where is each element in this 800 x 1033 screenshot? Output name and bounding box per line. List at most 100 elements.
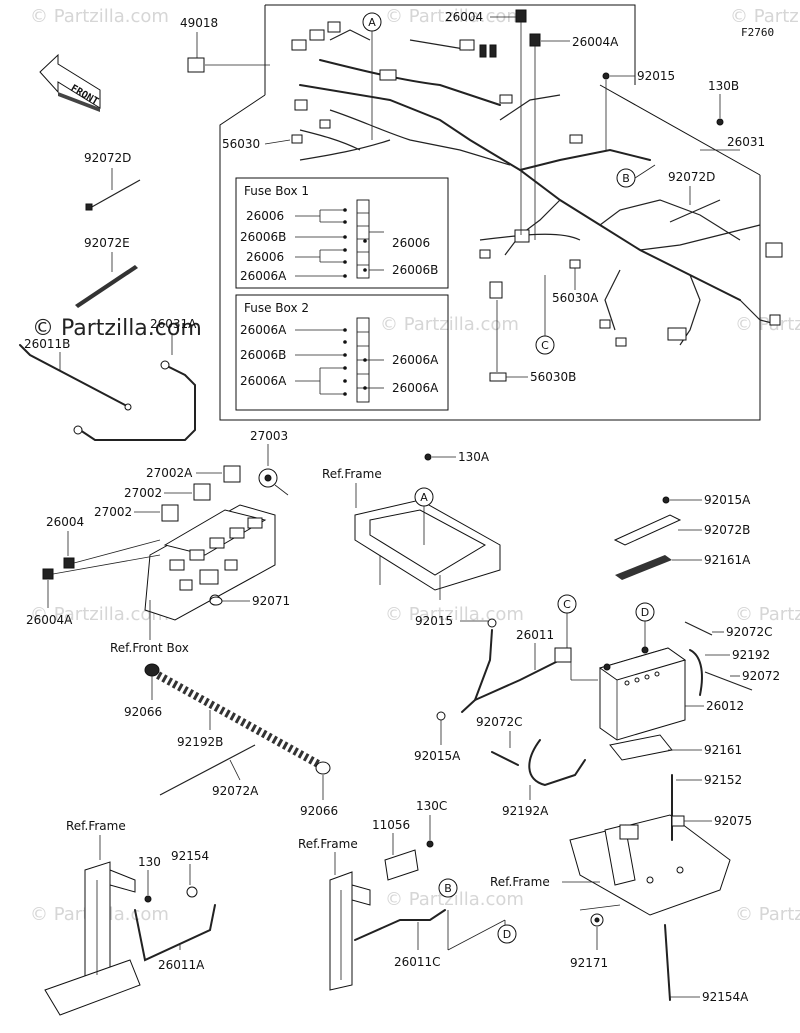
part-130C[interactable]: 130C xyxy=(416,799,447,848)
svg-text:92171: 92171 xyxy=(570,956,608,970)
svg-text:92192: 92192 xyxy=(732,648,770,662)
svg-text:130C: 130C xyxy=(416,799,447,813)
svg-text:27002: 27002 xyxy=(94,505,132,519)
part-26011B[interactable]: 26011B xyxy=(19,337,132,411)
fuse1-label-right-2: 26006B xyxy=(392,263,438,277)
watermark-text: © Partzilla.com xyxy=(735,904,800,925)
part-56030[interactable]: 56030 xyxy=(222,137,291,151)
part-26004-top[interactable]: 26004 xyxy=(445,9,527,235)
svg-text:26031: 26031 xyxy=(727,135,765,149)
part-92154A[interactable]: 92154A xyxy=(664,924,749,1004)
part-92192B[interactable]: 92192B xyxy=(156,671,322,769)
part-92152[interactable]: 92152 xyxy=(671,773,742,841)
watermark-text: © Partzilla.com xyxy=(730,6,800,27)
part-92015A-mid[interactable]: 92015A xyxy=(414,749,461,763)
svg-text:92072C: 92072C xyxy=(476,715,523,729)
part-92015A-top[interactable]: 92015A xyxy=(662,493,751,507)
tag-56030 xyxy=(291,134,303,144)
fuse1-label-left-2: 26006B xyxy=(240,230,286,244)
part-130A[interactable]: 130A xyxy=(424,450,490,464)
part-27002-b[interactable]: 27002 xyxy=(94,504,179,522)
svg-text:26011C: 26011C xyxy=(394,955,441,969)
part-92072C-right[interactable]: 92072C xyxy=(684,621,773,639)
fuse2-label-left-3: 26006A xyxy=(240,374,287,388)
part-92192A[interactable]: 92192A xyxy=(502,739,586,818)
part-92066-a[interactable]: 92066 xyxy=(124,663,162,719)
part-92072E[interactable]: 92072E xyxy=(75,236,138,308)
ref-frame-1: Ref.Frame xyxy=(322,467,382,481)
callout-D-bottom: D xyxy=(447,910,517,951)
svg-text:26011B: 26011B xyxy=(24,337,70,351)
part-26012[interactable]: 26012 xyxy=(685,699,744,713)
part-92072A[interactable]: 92072A xyxy=(159,744,259,798)
svg-text:92072B: 92072B xyxy=(704,523,750,537)
part-56030A[interactable]: 56030A xyxy=(552,268,599,305)
part-26011[interactable]: 26011 xyxy=(516,628,554,642)
part-92072[interactable]: 92072 xyxy=(704,669,780,691)
fuse-box-1-title: Fuse Box 1 xyxy=(244,184,309,198)
part-27003[interactable]: 27003 xyxy=(250,429,289,496)
part-92192[interactable]: 92192 xyxy=(689,648,770,696)
part-92066-b[interactable]: 92066 xyxy=(300,761,338,818)
part-26031[interactable]: 26031 xyxy=(700,135,765,151)
part-92015-mid[interactable]: 92015 xyxy=(415,614,453,628)
part-92154[interactable]: 92154 xyxy=(171,849,209,898)
part-92071[interactable]: 92071 xyxy=(209,594,290,608)
part-92015-top[interactable]: 92015 xyxy=(602,69,675,150)
main-harness-bracket xyxy=(219,4,761,421)
callout-A-mid: A xyxy=(420,491,428,504)
svg-text:26004A: 26004A xyxy=(26,613,73,627)
part-92072D-right[interactable]: 92072D xyxy=(668,170,721,223)
part-92161A[interactable]: 92161A xyxy=(615,553,751,580)
part-130B[interactable]: 130B xyxy=(708,79,739,126)
svg-text:92152: 92152 xyxy=(704,773,742,787)
part-26004A-mid[interactable]: 26004A xyxy=(26,554,161,627)
front-box-assembly: Ref.Front Box xyxy=(110,504,276,655)
part-92072B[interactable]: 92072B xyxy=(613,514,750,546)
part-26004A-top[interactable]: 26004A xyxy=(529,33,619,240)
part-27002A[interactable]: 27002A xyxy=(146,465,241,483)
callout-B-bottom: B xyxy=(444,882,452,895)
part-49018[interactable]: 49018 xyxy=(180,16,270,73)
part-92072D-left[interactable]: 92072D xyxy=(84,151,141,211)
ref-frame-3: Ref.Frame xyxy=(298,837,358,851)
svg-text:11056: 11056 xyxy=(372,818,410,832)
part-26011C[interactable]: B 26011C xyxy=(354,878,458,969)
part-92075[interactable]: 92075 xyxy=(671,814,752,828)
svg-text:27002A: 27002A xyxy=(146,466,193,480)
watermark-text: © Partzilla.com xyxy=(30,6,169,27)
svg-text:92015A: 92015A xyxy=(704,493,751,507)
fuse2-label-right-2: 26006A xyxy=(392,381,439,395)
svg-text:92072A: 92072A xyxy=(212,784,259,798)
watermark-text: © Partzilla.com xyxy=(380,314,519,335)
part-11056[interactable]: 11056 xyxy=(372,818,419,881)
fuse2-label-left-2: 26006B xyxy=(240,348,286,362)
svg-text:26012: 26012 xyxy=(706,699,744,713)
callout-C-mid: C xyxy=(563,598,571,611)
svg-text:26004A: 26004A xyxy=(572,35,619,49)
svg-text:B: B xyxy=(622,172,630,185)
fuse1-label-right-1: 26006 xyxy=(392,236,430,250)
battery-cable-section: 92015 26011 C 92015A xyxy=(414,594,598,763)
svg-text:C: C xyxy=(541,339,549,352)
part-26031A[interactable]: 26031A xyxy=(73,317,197,441)
part-26011A[interactable]: 26011A xyxy=(134,904,216,972)
part-130[interactable]: 130 xyxy=(138,855,161,903)
part-92072C-left[interactable]: 92072C xyxy=(476,715,523,766)
svg-text:130B: 130B xyxy=(708,79,739,93)
diagram-code: F2760 xyxy=(741,26,774,39)
svg-text:92066: 92066 xyxy=(300,804,338,818)
svg-text:130: 130 xyxy=(138,855,161,869)
part-26004-mid[interactable]: 26004 xyxy=(46,515,161,569)
watermark-text: © Partzilla.com xyxy=(385,604,524,625)
tag-56030A xyxy=(569,259,581,269)
part-92171[interactable]: 92171 xyxy=(570,904,621,970)
part-56030B[interactable]: 56030B xyxy=(496,300,576,384)
part-27002-a[interactable]: 27002 xyxy=(124,483,211,501)
fuse-box-2: Fuse Box 2 26006A 26006B 26006A 26006A 2… xyxy=(235,294,449,411)
part-92161[interactable]: 92161 xyxy=(609,734,742,761)
svg-text:27003: 27003 xyxy=(250,429,288,443)
svg-text:92161: 92161 xyxy=(704,743,742,757)
